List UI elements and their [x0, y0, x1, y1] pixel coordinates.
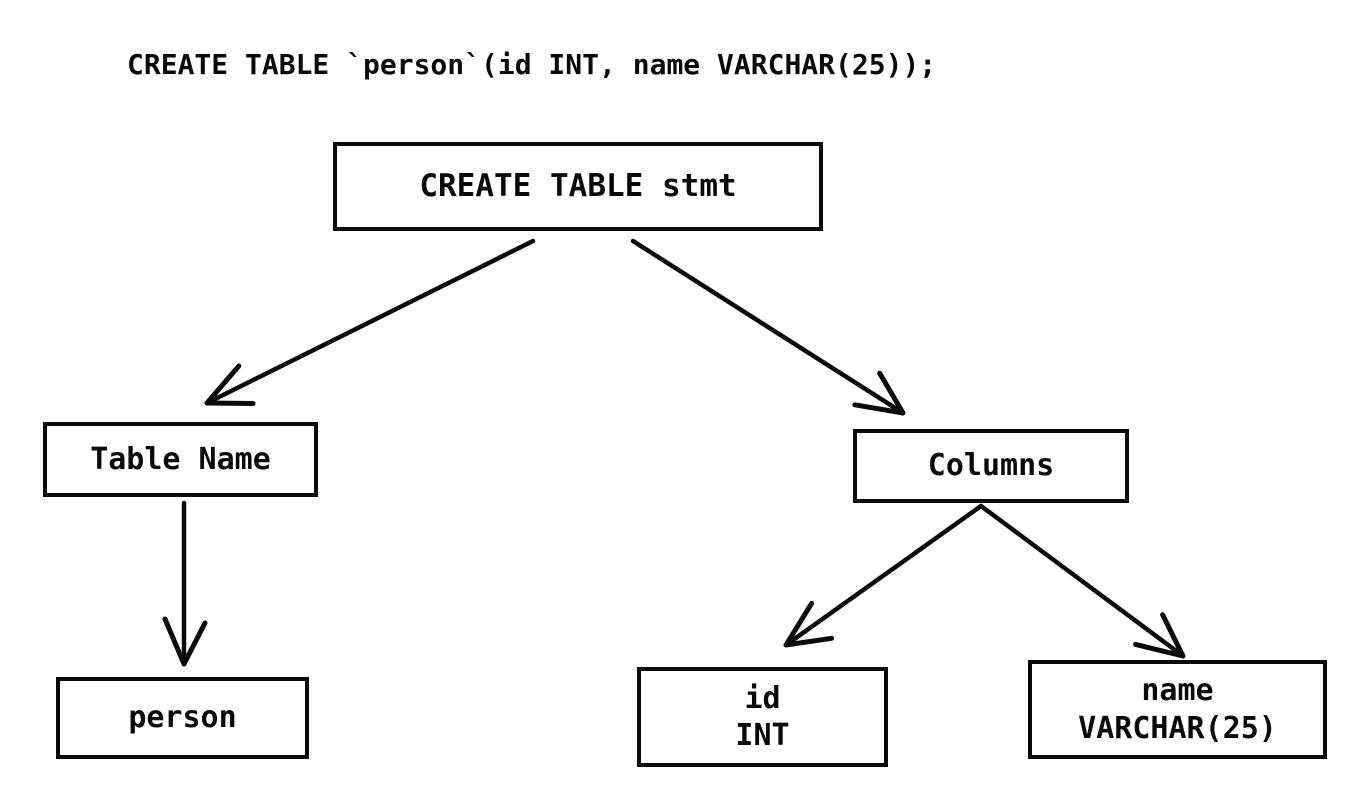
node-id-column: id INT	[637, 667, 888, 767]
node-id-column-type: INT	[735, 718, 790, 753]
node-table-name-label: Table Name	[90, 441, 271, 477]
node-name-column: name VARCHAR(25)	[1028, 660, 1327, 759]
arrow-root-to-table-name	[204, 238, 536, 407]
node-name-column-type: VARCHAR(25)	[1078, 710, 1277, 746]
node-person-label: person	[128, 700, 237, 736]
node-name-column-name: name	[1141, 673, 1214, 708]
node-columns-label: Columns	[927, 448, 1055, 484]
node-id-column-name: id	[744, 680, 781, 716]
arrow-columns-to-name	[978, 503, 1186, 659]
arrow-columns-to-id	[783, 503, 984, 648]
node-columns: Columns	[853, 429, 1129, 503]
node-table-name: Table Name	[43, 422, 318, 497]
node-person: person	[56, 677, 309, 759]
node-create-table-stmt-label: CREATE TABLE stmt	[419, 168, 737, 205]
arrow-root-to-columns	[630, 238, 906, 416]
node-create-table-stmt: CREATE TABLE stmt	[333, 142, 823, 231]
sql-statement-text: CREATE TABLE `person`(id INT, name VARCH…	[127, 48, 937, 81]
